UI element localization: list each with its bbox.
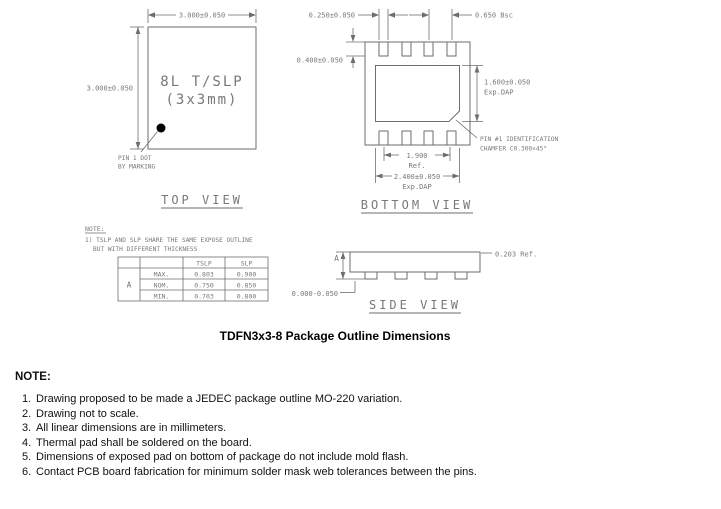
table-row-label: NOM. [154,282,170,290]
note-item: 3. All linear dimensions are in millimet… [15,421,710,436]
pin-pad [423,130,434,146]
note-text: All linear dimensions are in millimeters… [36,422,227,435]
table-cell: 0.803 [194,271,214,279]
side-pin [364,271,378,280]
pin1-leader-line [140,131,158,153]
pin-pitch-dim-text: 0.650 Bsc [475,12,513,20]
top-width-dim-text: 3.000±0.050 [179,12,225,20]
side-pin [394,271,408,280]
pin1-dot [156,123,166,133]
note-number: 1. [22,393,32,405]
side-pin [454,271,468,280]
pin1-note-line2: BY MARKING [118,164,156,171]
side-view-label: SIDE VIEW [369,298,461,314]
top-view-height-dimension: 3.000±0.050 [87,26,144,150]
table-row-label: MIN. [154,293,170,301]
side-view: A 0.203 Ref. 0.000-0.050 SIDE VIEW [292,251,537,314]
pin-pad [378,130,389,146]
pin-width-dimension: 0.250±0.050 [309,9,408,40]
table-cell: 0.703 [194,293,214,301]
table-cell: 0.800 [237,293,257,301]
svg-text:SIDE VIEW: SIDE VIEW [369,298,461,312]
note-number: 5. [22,451,32,464]
top-height-dim-text: 3.000±0.050 [87,85,133,93]
table-cell: 0.850 [237,282,257,290]
dap-width-dimension: 2.400±0.050 Exp.DAP [375,148,460,191]
note-item: 2. Drawing not to scale. [15,407,710,422]
note-number: 4. [22,436,32,449]
pin-span-dim-sub: Ref. [409,162,426,170]
pin-pad [423,41,434,57]
svg-text:TOP VIEW: TOP VIEW [161,193,243,207]
package-name-line1: 8L T/SLP [160,74,243,90]
pin-pitch-dimension: 0.650 Bsc [409,9,513,40]
lead-thickness-dimension: 0.203 Ref. [481,251,537,259]
notes-section: NOTE: 1. Drawing proposed to be made a J… [15,371,710,480]
pin-pad [378,41,389,57]
pin-pad [446,41,457,57]
pin-length-dim-text: 0.400±0.050 [297,57,343,65]
note-item: 5. Dimensions of exposed pad on bottom o… [15,450,710,465]
table-cell: 0.750 [194,282,214,290]
pin1-note-line1: PIN 1 DOT [118,155,152,162]
pin-length-dimension: 0.400±0.050 [297,28,365,68]
note-item: 6. Contact PCB board fabrication for min… [15,465,710,480]
note-number: 3. [22,422,32,435]
table-cell: 0.900 [237,271,257,279]
note-text: Dimensions of exposed pad on bottom of p… [36,451,409,464]
notes-title: NOTE: [15,371,51,383]
table-dim-label: A [127,281,132,290]
top-view: 3.000±0.050 3.000±0.050 8L T/SLP (3x3mm)… [87,9,257,209]
pin-span-dim-text: 1.900 [406,152,427,160]
standoff-dim-text: 0.000-0.050 [292,290,338,298]
svg-text:BOTTOM VIEW: BOTTOM VIEW [361,198,473,212]
chamfer-note-line2: CHAMFER C0.300×45° [480,145,547,153]
note-number: 2. [22,407,32,420]
note-text: Thermal pad shall be soldered on the boa… [36,436,252,449]
chamfer-callout: PIN #1 IDENTIFICATION CHAMFER C0.300×45° [455,119,559,153]
table-col-slp: SLP [241,260,253,268]
thickness-note-line2: BUT WITH DIFFERENT THICKNESS [93,246,198,253]
height-dimension-a: A [334,251,365,280]
pin-pad [446,130,457,146]
a-dimension-table: A TSLP SLP MAX. 0.803 0.900 NOM. 0.750 0… [117,256,269,302]
note-text: Contact PCB board fabrication for minimu… [36,465,477,478]
exposed-pad [375,65,460,122]
bottom-view-body [364,41,471,146]
note-text: Drawing proposed to be made a JEDEC pack… [36,393,403,405]
note-text: Drawing not to scale. [36,407,139,420]
bottom-view-label: BOTTOM VIEW [361,198,473,214]
drawing-caption: TDFN3x3-8 Package Outline Dimensions [219,329,451,343]
chamfer-note-line1: PIN #1 IDENTIFICATION [480,136,559,143]
top-view-label: TOP VIEW [161,193,243,209]
lead-thickness-dim-text: 0.203 Ref. [495,251,537,259]
thickness-note-title: NOTE: [85,225,105,233]
pin-pad [401,130,412,146]
table-col-tslp: TSLP [196,260,212,268]
package-outline-drawing: 3.000±0.050 3.000±0.050 8L T/SLP (3x3mm)… [85,9,559,314]
note-item: 1. Drawing proposed to be made a JEDEC p… [15,392,710,407]
dap-height-dimension: 1.600±0.050 Exp.DAP [462,65,530,122]
table-row-label: MAX. [154,271,170,279]
note-item: 4. Thermal pad shall be soldered on the … [15,436,710,451]
dap-width-dim-text: 2.400±0.050 [394,173,440,181]
package-name-line2: (3x3mm) [165,92,238,108]
dap-height-dim-text: 1.600±0.050 [484,79,530,87]
top-view-body [147,26,257,150]
height-dim-a-text: A [334,254,339,263]
top-view-width-dimension: 3.000±0.050 [147,9,257,23]
pin-pad [401,41,412,57]
side-pin [424,271,438,280]
dap-height-dim-sub: Exp.DAP [484,89,514,97]
standoff-dimension: 0.000-0.050 [292,281,356,298]
thickness-note: NOTE: 1) TSLP AND SLP SHARE THE SAME EXP… [85,225,269,302]
thickness-note-line1: 1) TSLP AND SLP SHARE THE SAME EXPOSE OU… [85,237,253,244]
note-number: 6. [22,465,32,478]
bottom-view: 0.250±0.050 0.650 Bsc 0.400±0.050 [297,9,559,214]
dap-width-dim-sub: Exp.DAP [402,183,432,191]
pin-span-dimension: 1.900 Ref. [383,147,451,170]
side-view-body [349,251,481,273]
pin-width-dim-text: 0.250±0.050 [309,12,355,20]
notes-list: 1. Drawing proposed to be made a JEDEC p… [15,392,710,480]
